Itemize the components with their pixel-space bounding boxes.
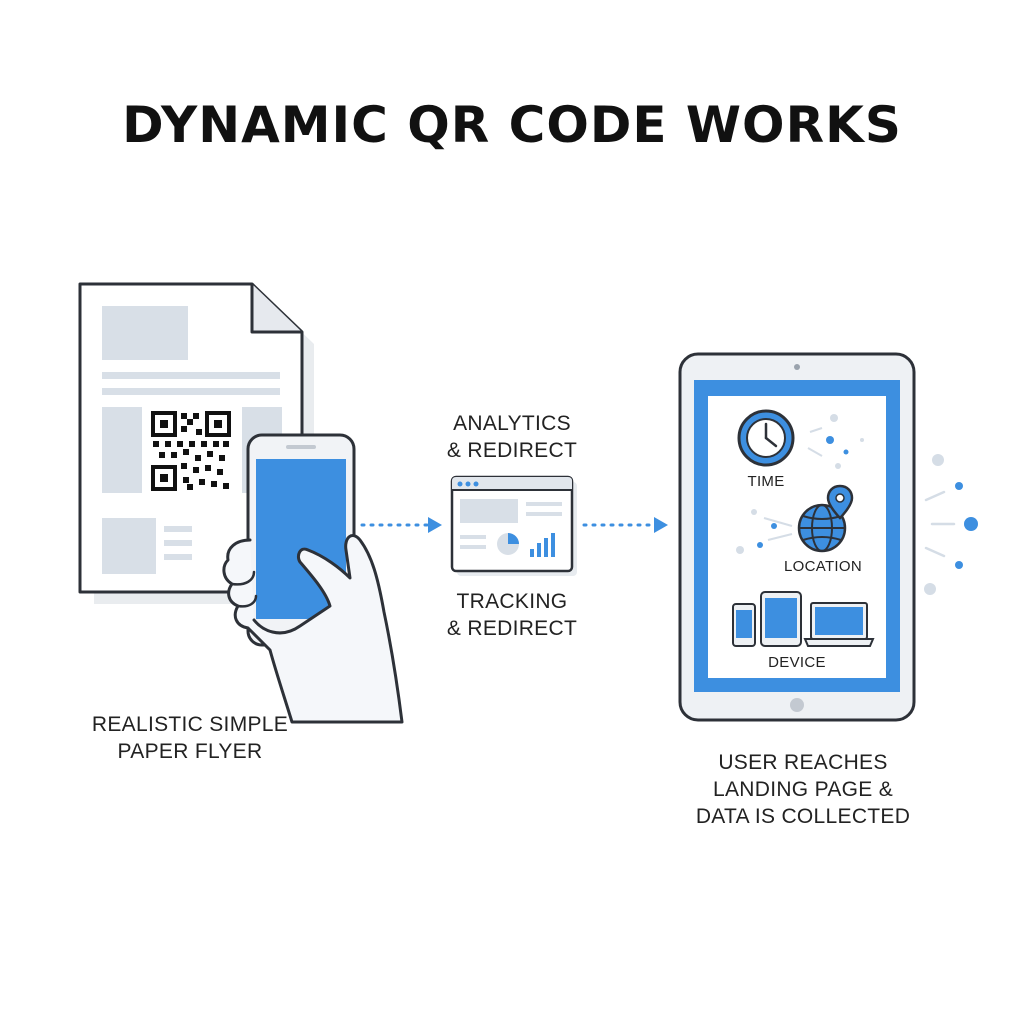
tablet-caption-line-2: LANDING PAGE & [712,778,894,801]
flow-arrow-1 [360,517,442,533]
server-bottom-line-1: TRACKING [456,590,568,613]
tablet-caption: USER REACHES LANDING PAGE & DATA IS COLL… [670,749,936,830]
flow-arrow-2 [582,517,668,533]
hand-icon [222,534,404,724]
server-bottom-line-2: & REDIRECT [446,617,578,640]
qr-code-icon [148,408,234,494]
server-top-line-2: & REDIRECT [446,439,578,462]
devices-icon [732,591,875,647]
server-bottom-label: TRACKING & REDIRECT [412,588,612,642]
diagram-title: DYNAMIC QR CODE WORKS [122,96,902,154]
analytics-window-icon [450,475,577,576]
data-signal-dots [924,454,978,595]
tablet-caption-line-3: DATA IS COLLECTED [695,805,911,828]
flyer-caption-line-2: PAPER FLYER [117,740,263,763]
clock-icon [737,409,864,469]
globe-pin-icon [736,484,854,554]
flyer-caption-line-1: REALISTIC SIMPLE [91,713,289,736]
location-label: LOCATION [784,558,862,575]
flyer-caption: REALISTIC SIMPLE PAPER FLYER [70,711,310,765]
device-label: DEVICE [768,654,826,671]
server-top-line-1: ANALYTICS [453,412,571,435]
tablet-caption-line-1: USER REACHES [718,751,888,774]
time-label: TIME [747,473,785,490]
server-top-label: ANALYTICS & REDIRECT [412,410,612,464]
